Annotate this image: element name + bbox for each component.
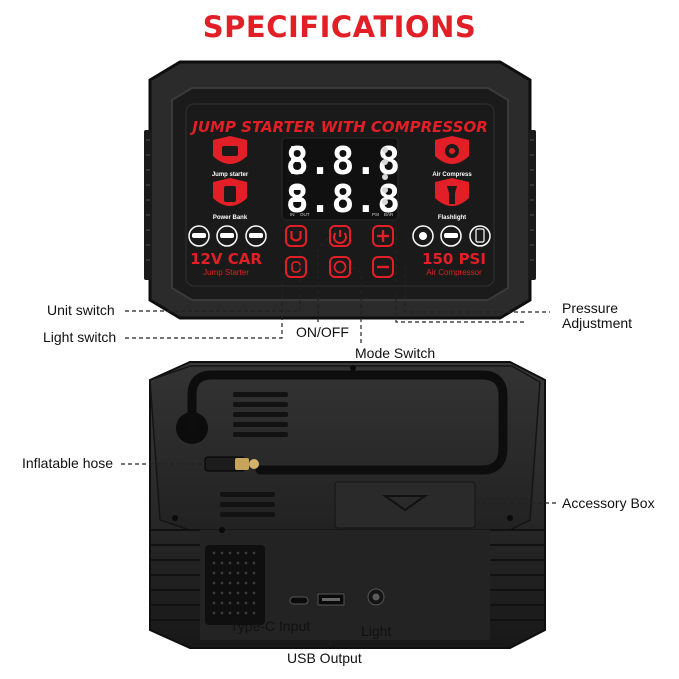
usb-output-callout: USB Output [287,650,362,666]
type-c-port[interactable] [289,596,309,605]
page-title: SPECIFICATIONS [202,10,477,44]
left-spec-title: 12V CAR [190,250,262,268]
display-mode-icons [382,147,388,205]
display-bottom-digits: 8.8.8 [286,177,400,221]
tire-icon [435,136,469,164]
power-bank-label: Power Bank [213,215,248,221]
on-off-callout: ON/OFF [296,324,349,340]
compressor-body [149,361,546,649]
display-top-digits: 8.8.8 [286,139,400,183]
light-callout: Light [361,623,392,639]
accessory-box-callout: Accessory Box [562,495,655,511]
left-spec-subtitle: Jump Starter [203,268,249,277]
lcd-display: 8.8.8 8.8.8 IN OUT PSI BAR [281,137,400,221]
usb-port[interactable] [317,593,345,606]
control-panel: JUMP STARTER WITH COMPRESSOR Jump starte… [144,60,536,320]
air-compress-label: Air Compress [432,172,472,178]
flashlight-icon [435,178,469,206]
unit-out-label: OUT [300,212,310,217]
unit-in-label: IN [290,212,295,217]
pressure-callout-line1: Pressure [562,300,619,316]
callout-lines [121,235,556,645]
panel-heading: JUMP STARTER WITH COMPRESSOR [189,118,488,136]
engine-icon [213,136,247,164]
unit-button-u[interactable] [285,225,307,247]
pressure-callout-line2: Adjustment [562,315,633,331]
inflatable-hose-callout: Inflatable hose [22,455,114,471]
vehicle-icons-left [188,225,267,247]
right-spec-title: 150 PSI [422,250,486,268]
light-lens [367,588,385,606]
minus-icon[interactable] [372,256,394,278]
unit-psi-label: PSI [372,212,379,217]
type-c-callout: Type-C Input [230,618,311,634]
unit-bar-label: BAR [384,212,394,217]
mode-cycle-icon[interactable] [329,256,351,278]
mode-switch-callout: Mode Switch [355,345,436,361]
light-switch-callout: Light switch [43,329,117,345]
plus-icon[interactable] [372,225,394,247]
accessory-box [334,481,476,529]
power-icon[interactable] [329,225,351,247]
battery-icon [213,178,247,206]
hose-nozzle [204,456,259,472]
flashlight-label: Flashlight [438,215,466,221]
speaker-grille [205,545,265,625]
right-spec-subtitle: Air Compressor [426,268,482,277]
bulb-icon[interactable] [285,256,307,278]
jump-starter-label: Jump starter [212,172,249,178]
unit-switch-callout: Unit switch [47,302,115,318]
device-icons-right [412,225,491,247]
